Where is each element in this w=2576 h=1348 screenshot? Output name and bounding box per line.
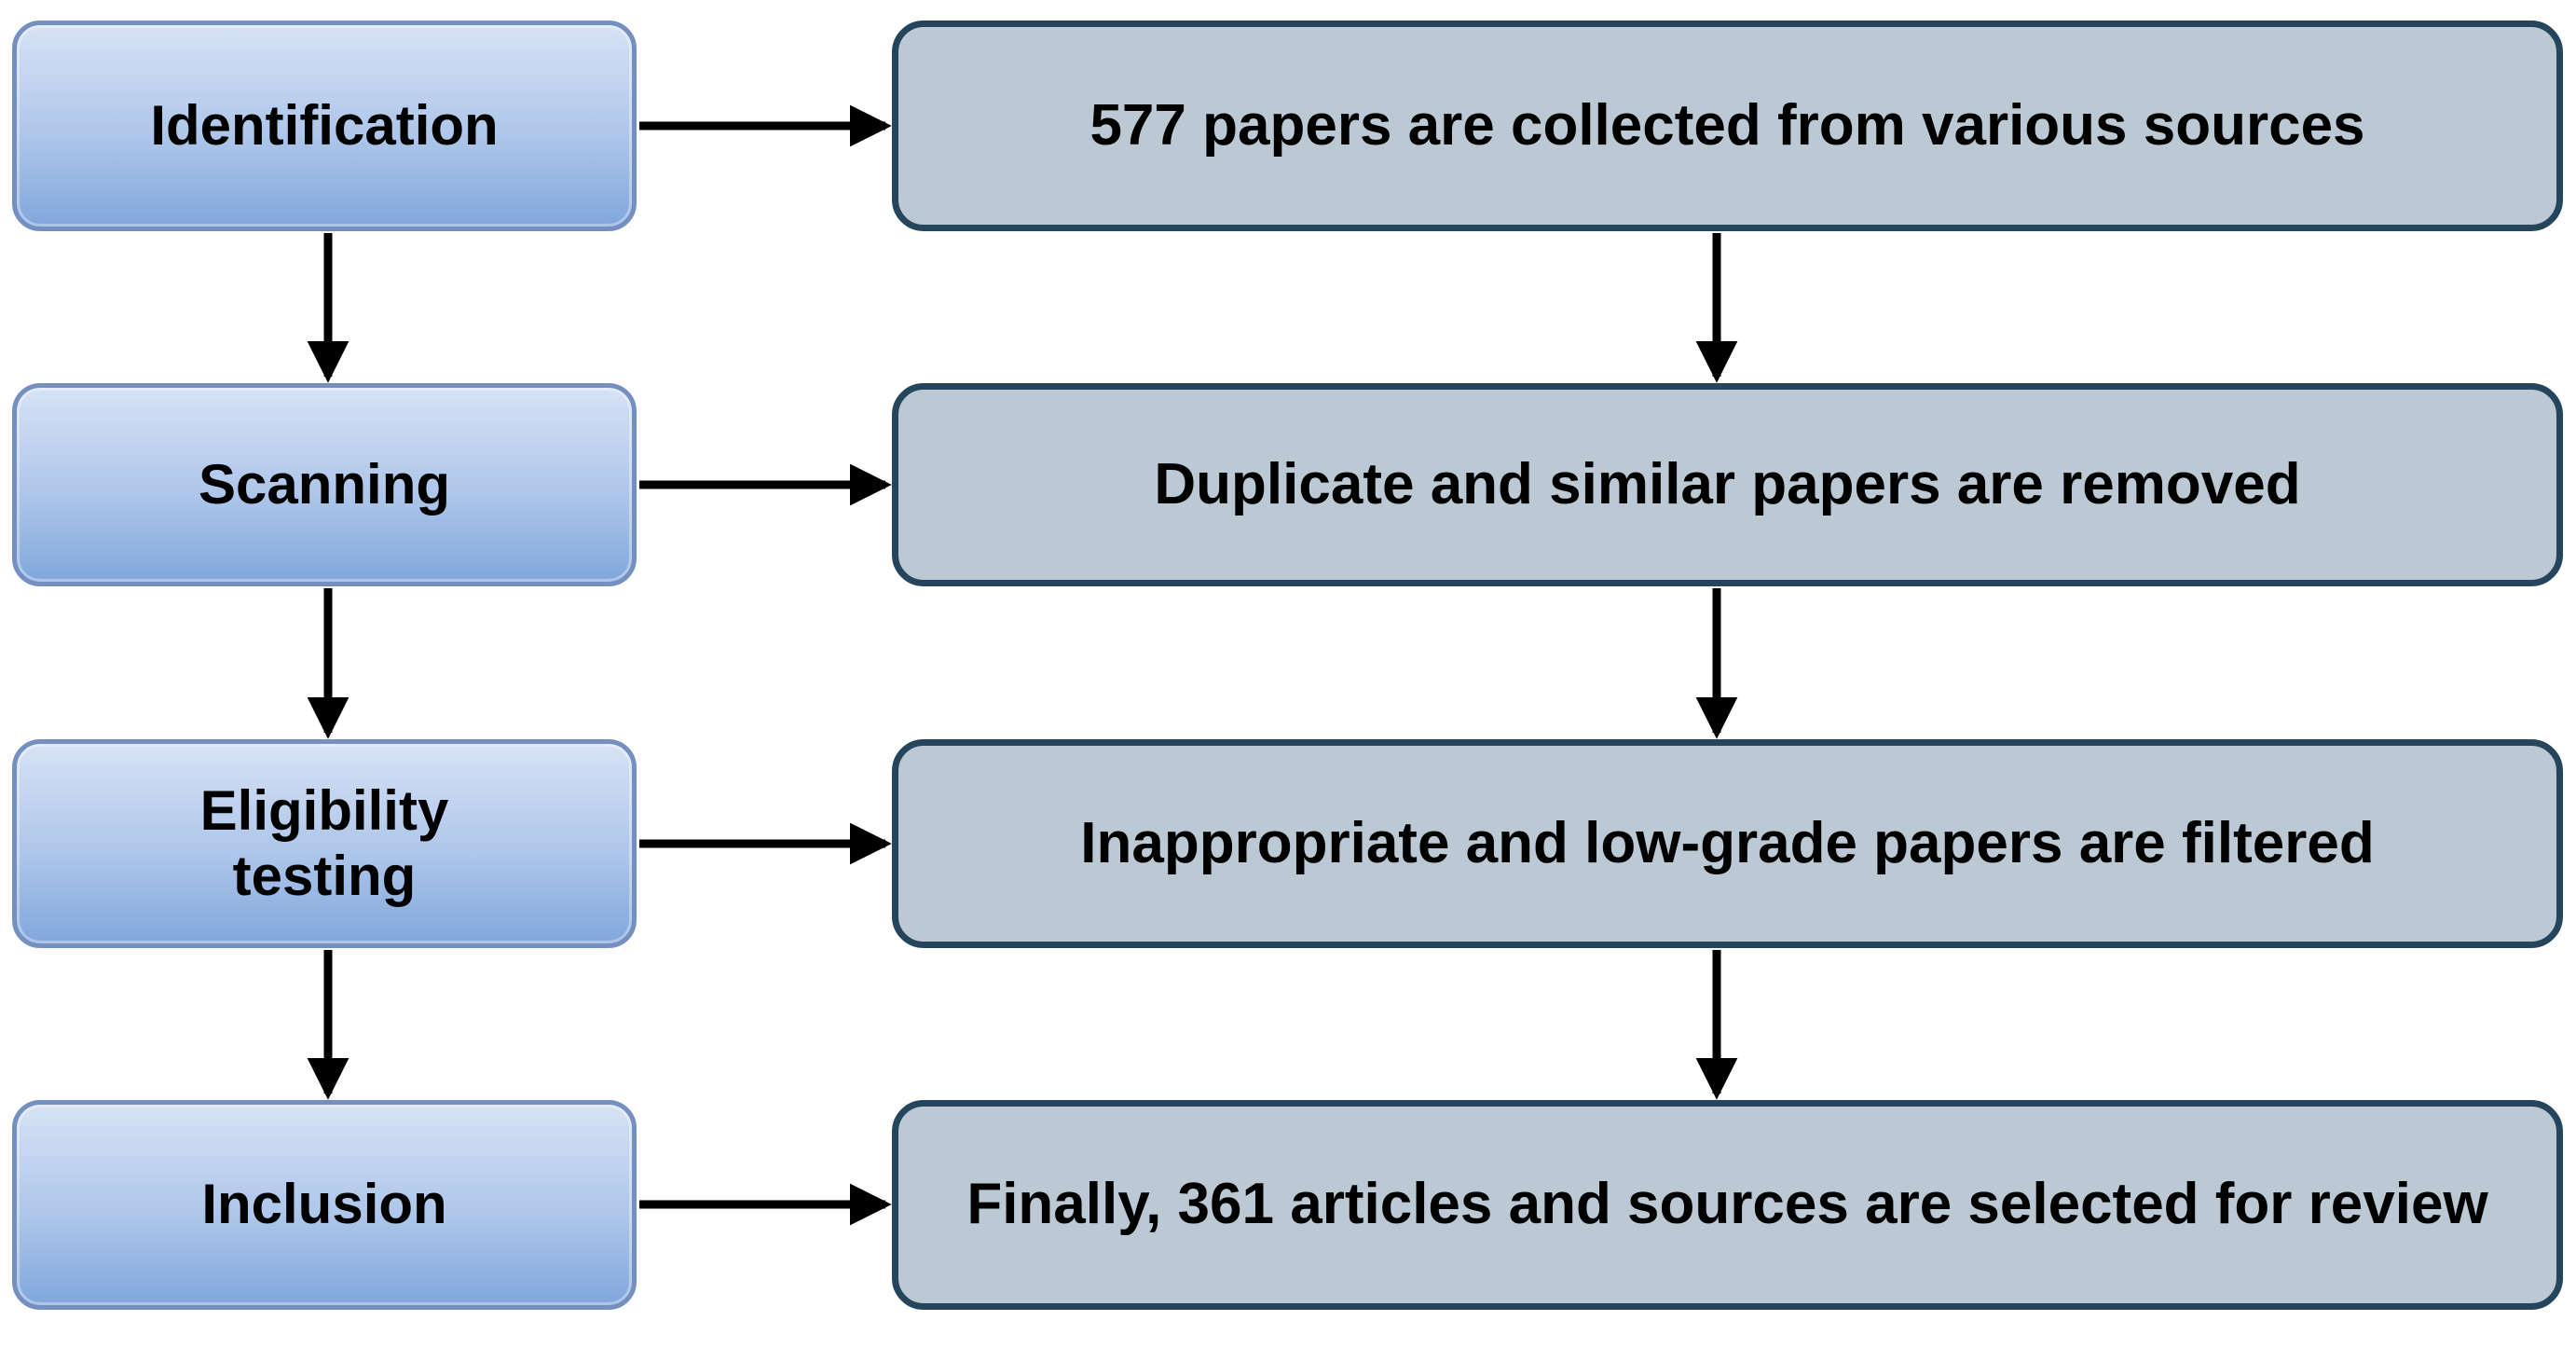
desc-label-eligibility-testing: Inappropriate and low-grade papers are f…: [1080, 810, 2375, 875]
stage-box-eligibility-testing: Eligibility testing: [12, 739, 637, 948]
desc-box-scanning: Duplicate and similar papers are removed: [892, 383, 2563, 586]
stage-box-identification: Identification: [12, 21, 637, 231]
stage-label-eligibility-testing: Eligibility testing: [199, 778, 449, 907]
desc-label-inclusion: Finally, 361 articles and sources are se…: [966, 1172, 2488, 1237]
desc-box-eligibility-testing: Inappropriate and low-grade papers are f…: [892, 739, 2563, 948]
desc-label-identification: 577 papers are collected from various so…: [1089, 92, 2365, 158]
stage-label-identification: Identification: [150, 93, 499, 157]
stage-label-scanning: Scanning: [198, 452, 451, 516]
stage-box-scanning: Scanning: [12, 383, 637, 586]
stage-box-inclusion: Inclusion: [12, 1100, 637, 1310]
desc-box-identification: 577 papers are collected from various so…: [892, 21, 2563, 231]
stage-label-inclusion: Inclusion: [201, 1173, 447, 1236]
desc-box-inclusion: Finally, 361 articles and sources are se…: [892, 1100, 2563, 1310]
desc-label-scanning: Duplicate and similar papers are removed: [1154, 451, 2301, 516]
